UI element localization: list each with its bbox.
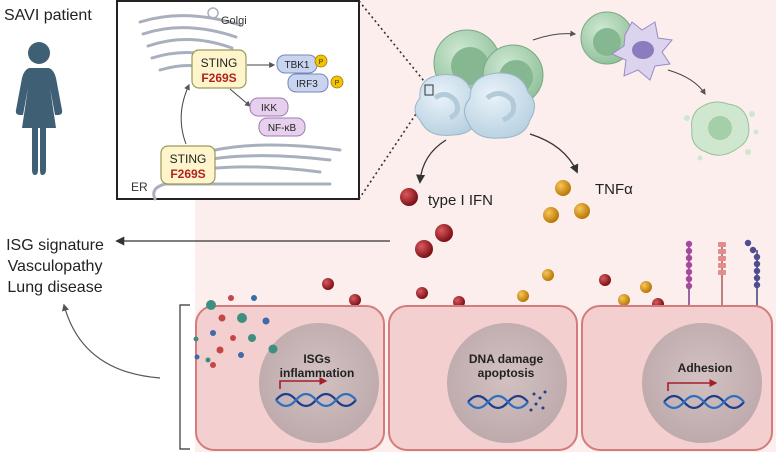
person-icon — [15, 42, 63, 175]
apoptotic-cell-icon — [684, 101, 759, 161]
sting-er-mutation: F269S — [170, 167, 205, 181]
tbk1-phospho — [314, 54, 328, 68]
endothelium-bracket — [179, 304, 190, 450]
ikk-box — [249, 97, 289, 117]
cell2-label-line2: apoptosis — [478, 366, 535, 380]
tbk1-label: TBK1 — [284, 60, 309, 71]
golgi-label: Golgi — [221, 15, 247, 27]
dna-icon — [275, 377, 745, 412]
nfkb-label: NF-κB — [268, 123, 297, 134]
outcome-vasculopathy: Vasculopathy — [8, 258, 103, 275]
tnf-label: TNFα — [595, 181, 633, 198]
to-apoptotic-arrow — [667, 69, 706, 96]
irf3-box — [287, 73, 329, 93]
zoom-line-top — [358, 0, 429, 87]
cell1-label-line2: inflammation — [280, 366, 355, 380]
endothelial-cell-1: ISGs inflammation — [195, 305, 385, 451]
outcome-lung-disease: Lung disease — [7, 279, 102, 296]
sting-er-label: STING — [170, 152, 207, 166]
tbk1-phospho-label: P — [319, 59, 324, 66]
ifn-label: type I IFN — [428, 192, 493, 209]
endothelial-cell-2: DNA damage apoptosis — [388, 305, 578, 451]
ikk-label: IKK — [261, 103, 277, 114]
endothelial-cell-3: Adhesion — [581, 305, 773, 451]
to-tnf-arrow — [529, 133, 579, 174]
irf3-label: IRF3 — [296, 79, 318, 90]
sting-er-box — [160, 145, 216, 185]
secreted-chemokines — [193, 295, 278, 368]
to-ifn-arrow — [416, 139, 447, 184]
dna-cell-3 — [663, 379, 745, 410]
neutrophil-icon — [414, 72, 535, 139]
cell3-label-line1: Adhesion — [678, 361, 733, 375]
patient-title: SAVI patient — [4, 7, 92, 24]
ifn-particles — [322, 188, 664, 310]
irf3-phospho-label: P — [335, 80, 340, 87]
cell1-label-line1: ISGs — [303, 352, 331, 366]
outcome-isg-signature: ISG signature — [6, 237, 104, 254]
dna-cell-1 — [275, 377, 357, 408]
sting-golgi-mutation: F269S — [201, 71, 236, 85]
sting-to-ikk-arrow — [229, 88, 251, 107]
er-label: ER — [131, 180, 148, 194]
tnf-particles — [517, 180, 652, 306]
endothelium-to-outcome-arrow — [62, 303, 161, 379]
sting-trafficking-arrow — [180, 83, 190, 145]
irf3-phospho — [330, 75, 344, 89]
adhesion-molecule-icon — [685, 239, 761, 306]
dna-cell-2 — [467, 390, 547, 412]
sting-golgi-label: STING — [201, 56, 238, 70]
to-macrophage-arrow — [532, 30, 577, 41]
zoom-line-bottom — [358, 95, 429, 200]
nfkb-box — [258, 117, 306, 137]
macrophage-icon — [580, 11, 673, 81]
sting-golgi-box — [191, 49, 247, 89]
cell2-label-line1: DNA damage — [469, 352, 544, 366]
